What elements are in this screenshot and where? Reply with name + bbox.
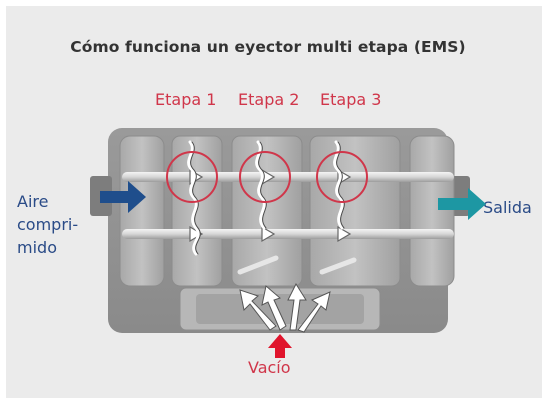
spiral-flow-arrows [187, 140, 344, 256]
inlet-label-line-1: Aire [17, 192, 49, 211]
check-valves [237, 255, 357, 275]
inlet-cap [119, 135, 165, 287]
stage-highlight-circles [166, 151, 368, 203]
outlet-arrow-icon [438, 188, 486, 220]
spiral-flow-outlines [190, 141, 345, 255]
diagram-title: Cómo funciona un eyector multi etapa (EM… [70, 38, 466, 56]
stage-3-label: Etapa 3 [320, 90, 382, 109]
stage-2-label: Etapa 2 [238, 90, 300, 109]
lower-flow-tube [122, 229, 454, 239]
stage-1-label: Etapa 1 [155, 90, 217, 109]
stage-3-block [309, 135, 401, 287]
inlet-label-line-3: mido [17, 238, 57, 257]
upper-flow-tube [122, 172, 454, 182]
inlet-label-line-2: compri- [17, 215, 79, 234]
vacuum-label: Vacío [248, 358, 291, 377]
outlet-cap [409, 135, 455, 287]
inlet-arrow-icon [100, 181, 146, 213]
vacuum-arrow-icon [268, 334, 292, 358]
outlet-label: Salida [483, 198, 532, 217]
vacuum-flow-arrows [239, 282, 331, 333]
